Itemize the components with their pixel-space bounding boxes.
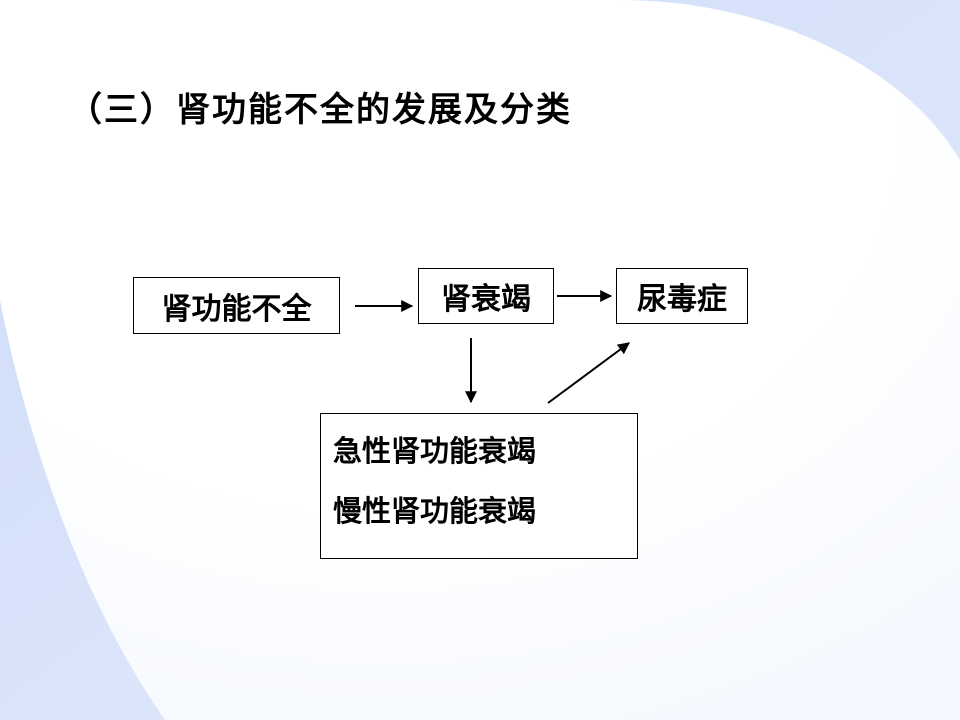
acute-renal-failure-label: 急性肾功能衰竭: [333, 434, 537, 468]
slide-title: （三）肾功能不全的发展及分类: [68, 90, 572, 130]
arrow-types-to-uremia: [547, 342, 630, 404]
failure-types-box: 急性肾功能衰竭 慢性肾功能衰竭: [320, 413, 638, 559]
chronic-renal-failure-label: 慢性肾功能衰竭: [333, 494, 537, 528]
renal-insufficiency-label: 肾功能不全: [161, 291, 312, 327]
uremia-box: 尿毒症: [616, 268, 748, 324]
renal-failure-box: 肾衰竭: [418, 268, 554, 324]
renal-insufficiency-box: 肾功能不全: [133, 277, 340, 334]
renal-failure-label: 肾衰竭: [441, 282, 531, 317]
uremia-label: 尿毒症: [637, 282, 727, 317]
